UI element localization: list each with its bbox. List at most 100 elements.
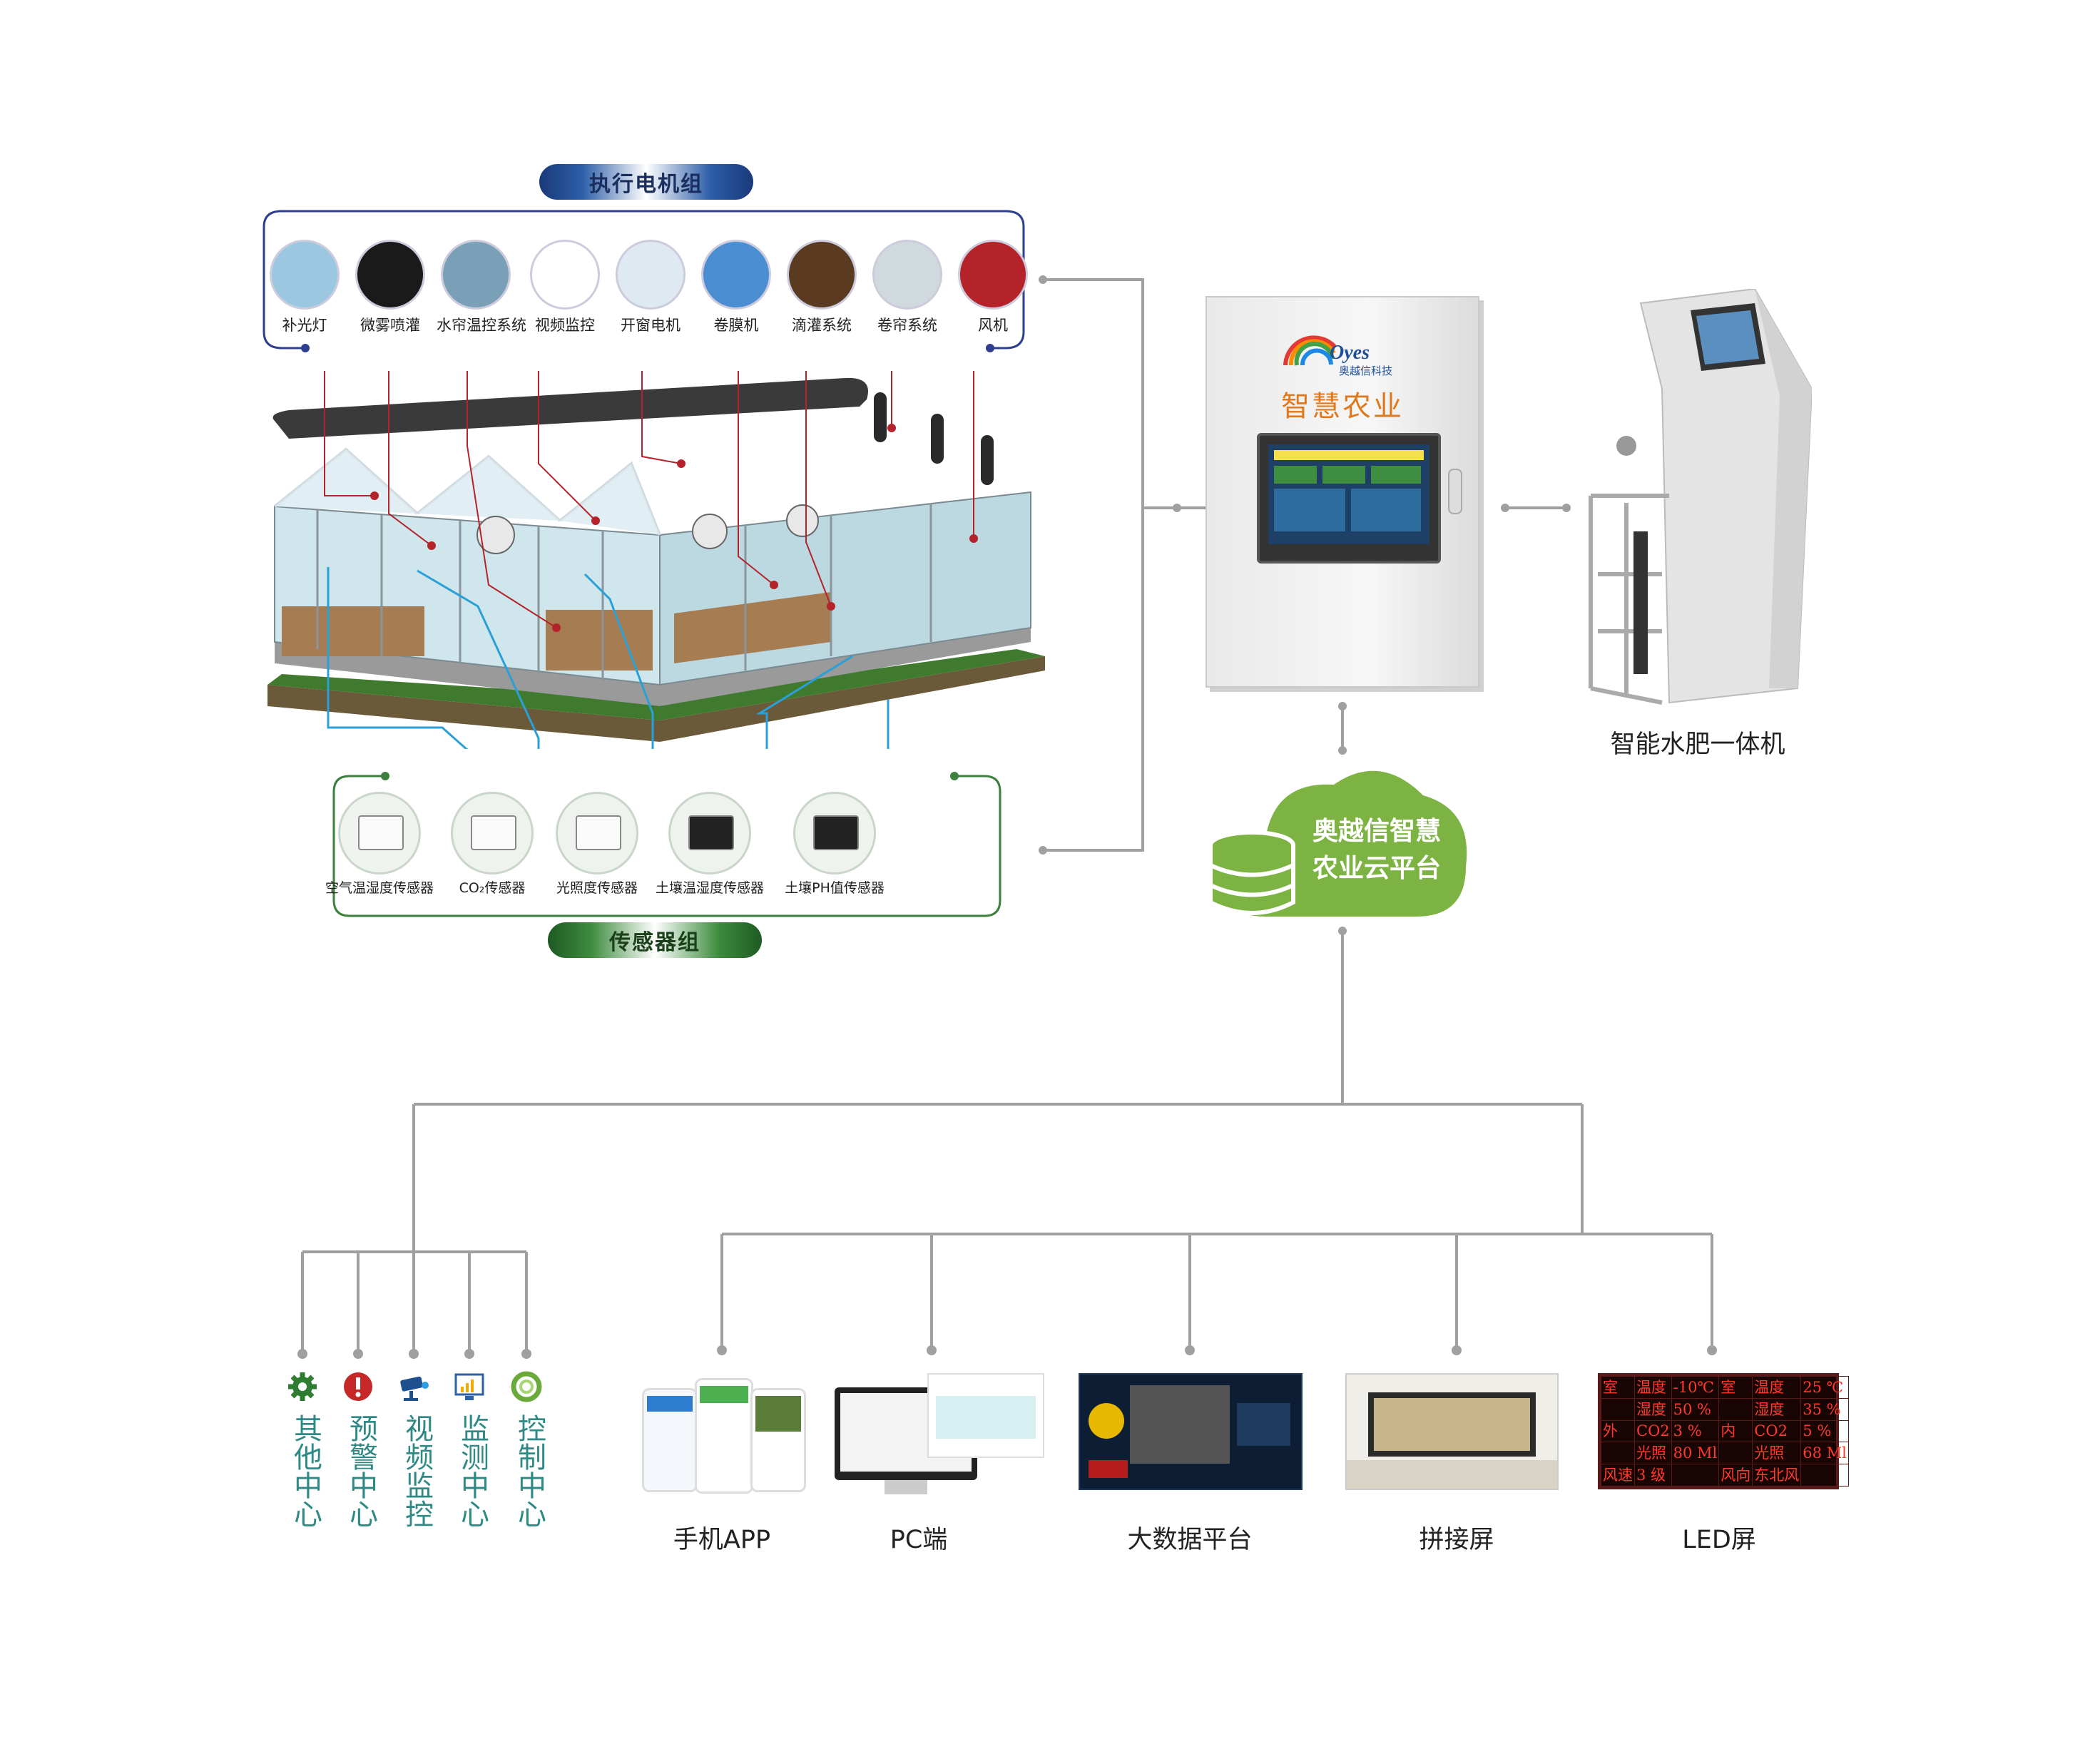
led-cell bbox=[1601, 1442, 1635, 1465]
led-cell bbox=[1718, 1397, 1753, 1421]
sensor-label: 空气温湿度传感器 bbox=[325, 880, 434, 896]
center-label: 视频监控 bbox=[400, 1414, 433, 1528]
sensor-label: CO₂传感器 bbox=[459, 880, 526, 896]
cloud-label-line2: 农业云平台 bbox=[1312, 854, 1441, 883]
rainbow-logo-icon bbox=[1283, 335, 1337, 366]
led-cell: 5 % bbox=[1800, 1419, 1849, 1443]
fill-light-icon bbox=[270, 240, 340, 310]
water-curtain-icon bbox=[441, 240, 511, 310]
sensor-label: 土壤PH值传感器 bbox=[785, 880, 885, 896]
ring-icon bbox=[511, 1371, 542, 1402]
logo-subtitle: 奥越信科技 bbox=[1339, 364, 1393, 377]
cabinet-handle[interactable] bbox=[1448, 469, 1462, 514]
actuator-item: 滴灌系统 bbox=[783, 240, 861, 335]
actuator-label: 水帘温控系统 bbox=[437, 317, 526, 334]
cloud-label: 奥越信智慧 农业云平台 bbox=[1298, 813, 1455, 887]
monitor-chart-icon bbox=[454, 1371, 485, 1402]
logo-text: Oyes bbox=[1330, 342, 1370, 364]
sensor-item: CO₂传感器 bbox=[432, 792, 553, 897]
led-cell: 湿度 bbox=[1634, 1397, 1672, 1421]
drip-irrigation-icon bbox=[787, 240, 857, 310]
led-cell: -10℃ bbox=[1671, 1376, 1720, 1399]
led-cell: 3 % bbox=[1671, 1419, 1720, 1443]
led-cell: 温度 bbox=[1634, 1376, 1672, 1399]
control-cabinet: Oyes 奥越信科技 智慧农业 bbox=[1206, 296, 1479, 688]
actuator-item: 卷帘系统 bbox=[868, 240, 947, 335]
led-cell: 风速 bbox=[1601, 1464, 1635, 1487]
film-roller-icon bbox=[701, 240, 771, 310]
camera-icon bbox=[398, 1371, 429, 1402]
sensor-group-title: 传感器组 bbox=[548, 922, 762, 958]
led-cell: 东北风 bbox=[1752, 1464, 1802, 1487]
pc-image bbox=[835, 1373, 1044, 1505]
led-cell: 50 % bbox=[1671, 1397, 1720, 1421]
actuator-label: 微雾喷灌 bbox=[360, 317, 420, 334]
led-cell: 35 % bbox=[1800, 1397, 1849, 1421]
phone-2 bbox=[695, 1378, 753, 1494]
actuator-item: 开窗电机 bbox=[611, 240, 690, 335]
led-cell: 68 Ml bbox=[1800, 1442, 1849, 1465]
sensor-item: 土壤温湿度传感器 bbox=[649, 792, 770, 897]
touch-screen[interactable] bbox=[1257, 433, 1441, 564]
actuator-item: 补光灯 bbox=[265, 240, 344, 335]
actuator-label: 风机 bbox=[978, 317, 1008, 334]
actuator-group-title: 执行电机组 bbox=[539, 164, 753, 200]
oyes-logo: Oyes 奥越信科技 bbox=[1278, 326, 1407, 377]
fertigation-label: 智能水肥一体机 bbox=[1610, 730, 1785, 759]
led-cell: 风向 bbox=[1718, 1464, 1753, 1487]
sensor-item: 光照度传感器 bbox=[536, 792, 658, 897]
splicing-screen-image bbox=[1345, 1373, 1559, 1490]
sensor-item: 土壤PH值传感器 bbox=[774, 792, 895, 897]
air-temp-humidity-sensor-icon bbox=[338, 792, 421, 875]
actuator-item: 微雾喷灌 bbox=[351, 240, 429, 335]
output-label: 拼接屏 bbox=[1419, 1526, 1494, 1554]
led-cell: 温度 bbox=[1752, 1376, 1802, 1399]
soil-ph-sensor-icon bbox=[793, 792, 876, 875]
fertigation-machine-illustration bbox=[1589, 287, 1813, 705]
led-cell: 室 bbox=[1718, 1376, 1753, 1399]
mobile-app-image bbox=[642, 1378, 806, 1494]
fan-icon bbox=[958, 240, 1028, 310]
led-cell: 80 Ml bbox=[1671, 1442, 1720, 1465]
led-cell: 湿度 bbox=[1752, 1397, 1802, 1421]
center-label: 监测中心 bbox=[456, 1414, 489, 1528]
actuator-item: 卷膜机 bbox=[697, 240, 775, 335]
led-cell: 光照 bbox=[1634, 1442, 1672, 1465]
mist-spray-icon bbox=[355, 240, 425, 310]
big-data-platform-image bbox=[1079, 1373, 1303, 1490]
soil-temp-humidity-sensor-icon bbox=[668, 792, 751, 875]
output-label: 手机APP bbox=[673, 1526, 771, 1554]
center-label: 预警中心 bbox=[345, 1414, 377, 1528]
led-cell: 3 级 bbox=[1634, 1464, 1672, 1487]
light-sensor-icon bbox=[556, 792, 638, 875]
led-cell: 外 bbox=[1601, 1419, 1635, 1443]
led-cell: CO2 bbox=[1634, 1419, 1672, 1443]
actuator-item: 风机 bbox=[954, 240, 1032, 335]
phone-1 bbox=[642, 1388, 698, 1492]
led-cell: 25 ℃ bbox=[1800, 1376, 1849, 1399]
roller-shade-icon bbox=[872, 240, 942, 310]
sensor-label: 土壤温湿度传感器 bbox=[655, 880, 764, 896]
controller-title: 智慧农业 bbox=[1281, 390, 1404, 423]
actuator-item: 视频监控 bbox=[526, 240, 604, 335]
actuator-label: 补光灯 bbox=[282, 317, 327, 334]
actuator-label: 视频监控 bbox=[535, 317, 595, 334]
sensor-label: 光照度传感器 bbox=[556, 880, 638, 896]
led-cell bbox=[1671, 1464, 1720, 1487]
fertigation-machine bbox=[1584, 287, 1813, 710]
output-label: PC端 bbox=[890, 1526, 948, 1554]
output-label: LED屏 bbox=[1682, 1526, 1756, 1554]
pc-window bbox=[927, 1373, 1044, 1458]
actuator-label: 滴灌系统 bbox=[792, 317, 852, 334]
co2-sensor-icon bbox=[451, 792, 534, 875]
center-label: 其他中心 bbox=[289, 1414, 322, 1528]
led-cell: 室 bbox=[1601, 1376, 1635, 1399]
greenhouse-illustration bbox=[267, 371, 1045, 749]
